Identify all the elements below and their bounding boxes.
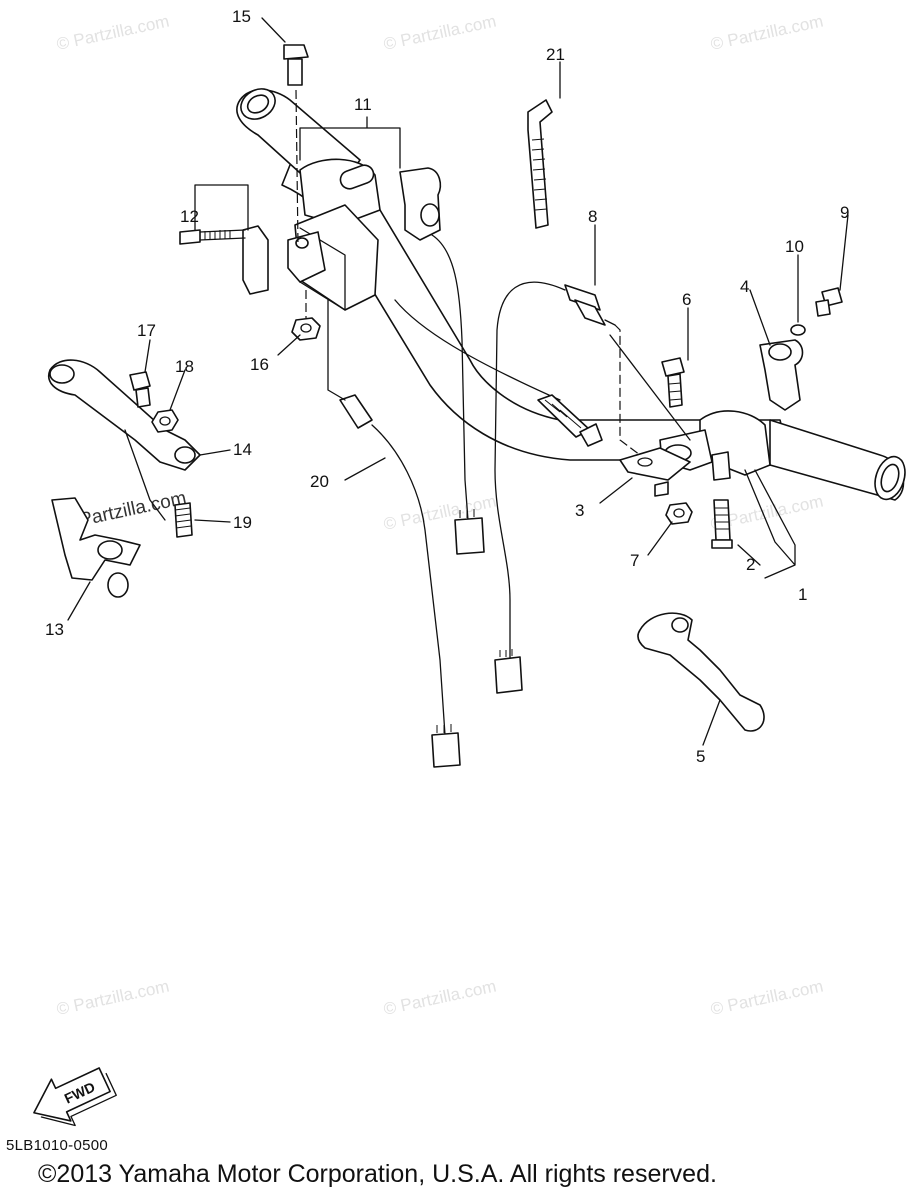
switch-wire — [431, 234, 485, 555]
clamp-4 — [759, 339, 804, 411]
callout-13: 13 — [45, 620, 64, 639]
clutch-lever — [48, 359, 201, 521]
right-grip — [769, 419, 906, 501]
callout-15: 15 — [232, 7, 251, 26]
bracket-3 — [619, 447, 691, 497]
callout-10: 10 — [785, 237, 804, 256]
callout-11: 11 — [354, 95, 372, 114]
bolt-6 — [661, 357, 685, 408]
callout-4: 4 — [740, 277, 749, 296]
watermark: © Partzilla.com — [382, 977, 498, 1019]
bolt-17 — [129, 371, 151, 408]
watermark: © Partzilla.com — [55, 12, 171, 54]
callout-8: 8 — [588, 207, 597, 226]
watermark: © Partzilla.com — [55, 977, 171, 1019]
screw-2 — [711, 499, 733, 549]
leader-lines — [67, 17, 849, 746]
lever-bracket-13 — [51, 497, 141, 598]
brake-switch-8 — [494, 281, 641, 694]
callout-16: 16 — [250, 355, 269, 374]
callout-18: 18 — [175, 357, 194, 376]
nut-18 — [151, 409, 179, 433]
clutch-switch-20 — [327, 299, 461, 768]
bolt-15 — [283, 44, 309, 246]
spring-19 — [174, 502, 193, 538]
callout-21: 21 — [546, 45, 565, 64]
callout-2: 2 — [746, 555, 755, 574]
watermarks: © Partzilla.com © Partzilla.com © Partzi… — [55, 12, 825, 1019]
callout-14: 14 — [233, 440, 252, 459]
diagram-code: 5LB1010-0500 — [6, 1137, 109, 1154]
brake-lever-5 — [637, 612, 765, 732]
switch-housing-assembly — [242, 158, 442, 311]
washer-10 — [790, 324, 806, 336]
screw-9 — [815, 287, 843, 317]
copyright-notice: ©2013 Yamaha Motor Corporation, U.S.A. A… — [38, 1160, 717, 1188]
callout-17: 17 — [137, 321, 156, 340]
callout-5: 5 — [696, 747, 705, 766]
callout-7: 7 — [630, 551, 639, 570]
callout-12: 12 — [180, 207, 199, 226]
callout-9: 9 — [840, 203, 849, 222]
nut-7 — [665, 502, 693, 525]
fwd-arrow-icon: FWD — [33, 1067, 117, 1127]
callout-20: 20 — [310, 472, 329, 491]
throttle-cable-end — [537, 394, 603, 447]
screw-12 — [179, 229, 246, 245]
cable-tie-21 — [527, 99, 553, 229]
callout-labels: 1 2 3 4 5 6 7 8 9 10 11 12 13 14 15 16 1… — [45, 7, 849, 766]
callout-6: 6 — [682, 290, 691, 309]
watermark: © Partzilla.com — [709, 977, 825, 1019]
watermark: © Partzilla.com — [382, 12, 498, 54]
nut-16 — [291, 290, 321, 341]
watermark: © Partzilla.com — [709, 12, 825, 54]
callout-1: 1 — [798, 585, 807, 604]
callout-19: 19 — [233, 513, 252, 532]
callout-3: 3 — [575, 501, 584, 520]
